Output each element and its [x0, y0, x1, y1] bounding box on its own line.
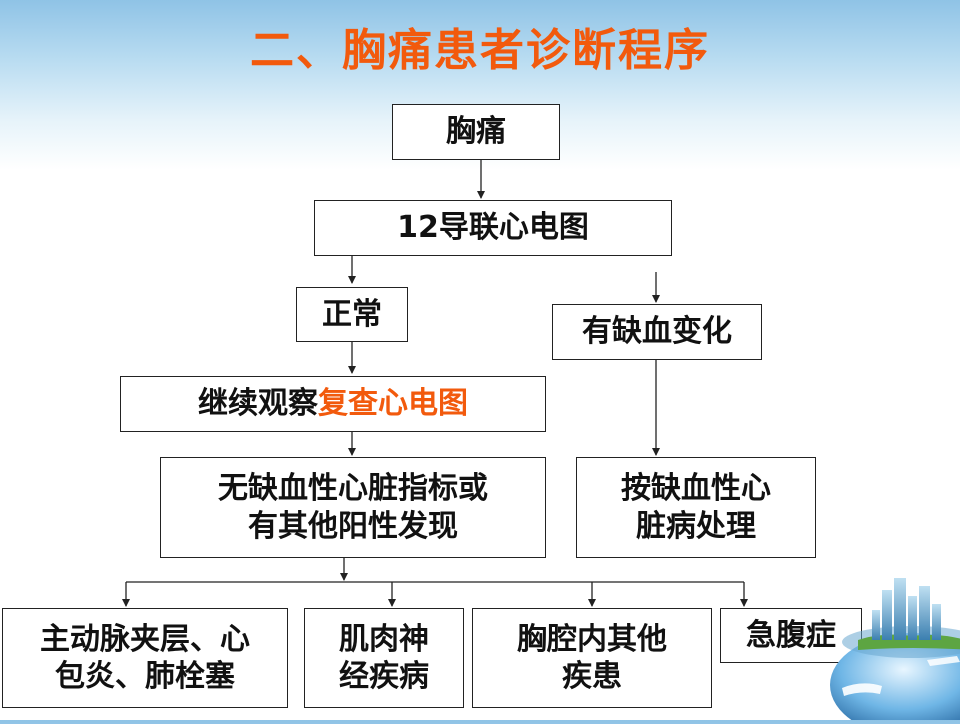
- node-aortic-line2: 包炎、肺栓塞: [55, 659, 235, 694]
- node-neuro-line1: 肌肉神: [339, 621, 429, 657]
- node-aortic-line1: 主动脉夹层、心: [40, 621, 250, 657]
- node-acute-abdomen-label: 急腹症: [746, 617, 836, 653]
- node-treat-ischemia-line2: 脏病处理: [636, 508, 756, 544]
- node-intrathoracic-line1: 胸腔内其他: [517, 621, 667, 657]
- node-ecg: 12导联心电图: [314, 200, 672, 256]
- page-title: 二、胸痛患者诊断程序: [250, 25, 710, 76]
- node-chest-pain-label: 胸痛: [446, 114, 506, 150]
- node-neuro: 肌肉神 经疾病: [304, 608, 464, 708]
- node-no-ischemia-line1: 无缺血性心脏指标或: [218, 471, 488, 506]
- node-no-ischemia: 无缺血性心脏指标或 有其他阳性发现: [160, 457, 546, 558]
- node-intrathoracic-line2: 疾患: [562, 659, 622, 694]
- node-neuro-line2: 经疾病: [339, 659, 429, 694]
- node-treat-ischemia: 按缺血性心 脏病处理: [576, 457, 816, 558]
- recheck-ecg-highlight: 复查心电图: [318, 386, 468, 422]
- node-ischemic-change-label: 有缺血变化: [582, 314, 732, 350]
- node-normal-label: 正常: [322, 296, 382, 332]
- node-acute-abdomen: 急腹症: [720, 608, 862, 663]
- node-treat-ischemia-line1: 按缺血性心: [621, 471, 771, 506]
- globe-city-icon: [822, 560, 960, 724]
- node-continue-observe: 继续观察复查心电图: [120, 376, 546, 432]
- node-no-ischemia-line2: 有其他阳性发现: [248, 508, 458, 544]
- node-continue-observe-label: 继续观察复查心电图: [198, 385, 468, 423]
- node-ischemic-change: 有缺血变化: [552, 304, 762, 360]
- node-normal: 正常: [296, 287, 408, 342]
- node-chest-pain: 胸痛: [392, 104, 560, 160]
- node-aortic: 主动脉夹层、心 包炎、肺栓塞: [2, 608, 288, 708]
- observe-text: 继续观察: [198, 386, 318, 422]
- node-ecg-label: 12导联心电图: [397, 210, 589, 246]
- node-intrathoracic: 胸腔内其他 疾患: [472, 608, 712, 708]
